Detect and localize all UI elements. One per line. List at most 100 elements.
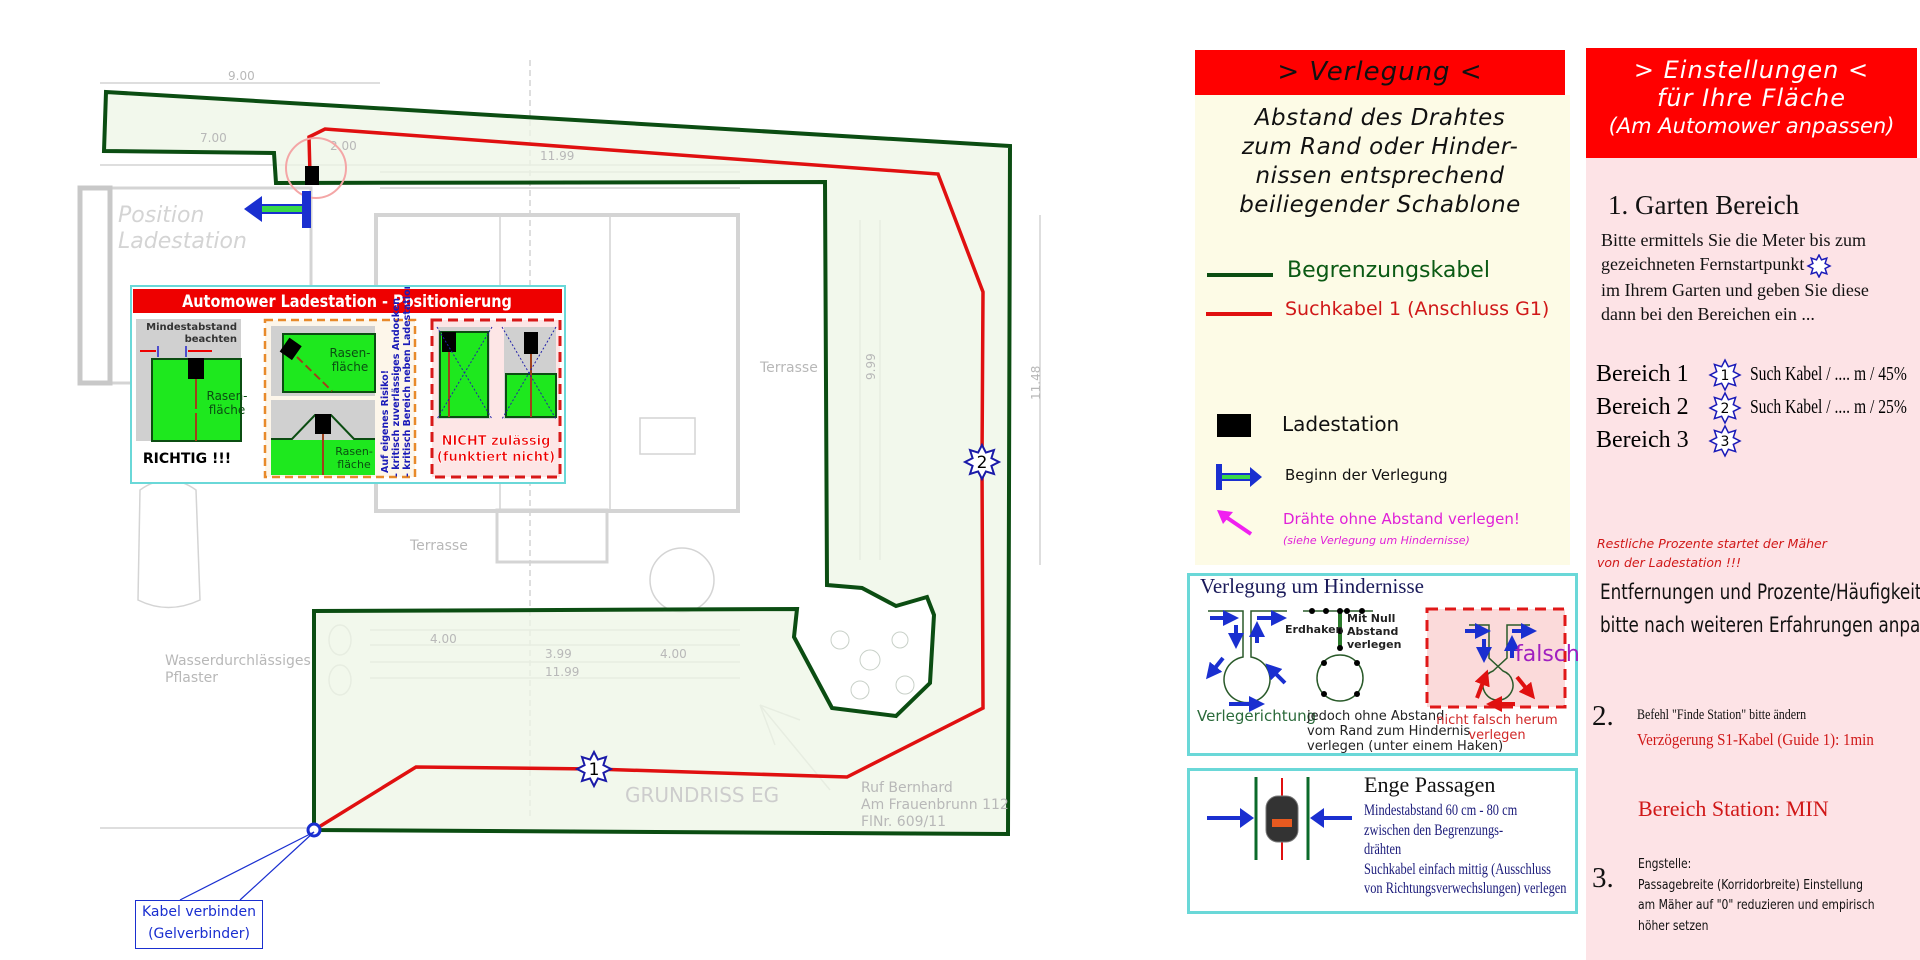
- lawn-label: Rasen-: [335, 445, 373, 458]
- dimension-label: 9.00: [228, 69, 255, 83]
- settings-header: > Einstellungen < für Ihre Fläche (Am Au…: [1586, 48, 1917, 158]
- lawn-label: Rasen-: [330, 346, 371, 360]
- wrong-note: nicht falsch herum: [1436, 713, 1557, 728]
- area-number: 2: [1721, 401, 1730, 417]
- section1-line: Bitte ermittels Sie die Meter bis zum: [1601, 230, 1866, 250]
- paving-label: Wasserdurchlässiges: [165, 653, 311, 669]
- connector-label: (Gelverbinder): [148, 926, 250, 942]
- risk-note: - kritisch Bereich neben Ladestation: [402, 287, 413, 477]
- lawn-label: Rasen-: [207, 389, 248, 403]
- section3-title: Engstelle:: [1638, 856, 1692, 872]
- dimension-label: 7.00: [200, 131, 227, 145]
- boundary-legend-swatch: [1207, 273, 1273, 277]
- area-star-icon: 1: [1708, 357, 1742, 392]
- dimension-label: 9.99: [864, 353, 878, 380]
- owner-name: Ruf Bernhard: [861, 780, 953, 796]
- section3-line: am Mäher auf "0" reduzieren und empirisc…: [1638, 897, 1875, 913]
- passage-line: Suchkabel einfach mittig (Ausschluss: [1364, 860, 1551, 878]
- zero-gap-label: Abstand: [1347, 625, 1398, 638]
- description-line: nissen entsprechend: [1255, 163, 1505, 189]
- narrow-passages-box: [1187, 768, 1578, 914]
- area-number: 3: [1721, 434, 1730, 450]
- station-legend-icon: [1217, 414, 1251, 437]
- guide-legend-label: Suchkabel 1 (Anschluss G1): [1285, 298, 1550, 320]
- connector-callout: Kabel verbinden (Gelverbinder): [135, 900, 263, 949]
- adjust-note-line: bitte nach weiteren Erfahrungen anpassen: [1600, 613, 1920, 637]
- lawn-label: fläche: [209, 403, 246, 417]
- settings-header-line: (Am Automower anpassen): [1608, 114, 1895, 138]
- no-gap-arrow-icon: [1217, 510, 1253, 536]
- dimension-label: 11.48: [1029, 366, 1043, 400]
- adjust-note-line: Entfernungen und Prozente/Häufigkeit: [1600, 580, 1920, 604]
- station-positioning-inset: Automower Ladestation - Positionierung M…: [130, 282, 566, 484]
- station-highlight-circle: [285, 137, 347, 199]
- area-guide-setting: Such Kabel / .... m / 45%: [1750, 363, 1907, 385]
- charging-station-icon: [305, 166, 319, 185]
- passage-line: Mindestabstand 60 cm - 80 cm: [1364, 802, 1518, 819]
- star-icon: [574, 749, 614, 789]
- plan-title: GRUNDRISS EG: [625, 783, 779, 807]
- description-line: Abstand des Drahtes: [1254, 105, 1506, 131]
- remote-start-marker-2: 2: [962, 442, 1002, 482]
- obstacle-note: vom Rand zum Hindernis: [1307, 724, 1470, 739]
- obstacle-routing-diagram: Verlegerichtung Erdhaken Mit Null Abstan…: [1197, 607, 1578, 754]
- area-star-icon: 2: [1708, 390, 1742, 425]
- area-number: 1: [1721, 368, 1730, 384]
- start-arrow-icon: [244, 191, 311, 228]
- delay-setting: Verzögerung S1-Kabel (Guide 1): 1min: [1637, 730, 1874, 749]
- section2-number: 2.: [1592, 700, 1614, 732]
- terrace-label: Terrasse: [409, 538, 468, 554]
- passage-line: zwischen den Begrenzungs-: [1364, 821, 1504, 839]
- no-gap-legend-label: Drähte ohne Abstand verlegen!: [1283, 510, 1520, 528]
- zero-gap-label: Mit Null: [1347, 612, 1395, 625]
- guide-legend-swatch: [1206, 312, 1272, 316]
- narrow-passages-title: Enge Passagen: [1364, 772, 1496, 797]
- section1-line: gezeichneten Fernstartpunkt: [1601, 254, 1805, 274]
- direction-label: Verlegerichtung: [1197, 707, 1316, 725]
- section3-line: Passagebreite (Korridorbreite) Einstellu…: [1638, 876, 1863, 893]
- section3-number: 3.: [1592, 862, 1614, 894]
- passage-line: drähten: [1364, 841, 1402, 858]
- dimension-label: 3.99: [545, 647, 572, 661]
- start-point-star-icon: [1806, 253, 1833, 279]
- obstacle-routing-title: Verlegung um Hindernisse: [1200, 574, 1424, 598]
- rest-note-line: von der Ladestation !!!: [1597, 555, 1741, 570]
- lawn-label: fläche: [337, 458, 371, 471]
- station-positioning-diagram: Automower Ladestation - Positionierung M…: [133, 282, 562, 479]
- boundary-legend-label: Begrenzungskabel: [1287, 258, 1490, 283]
- inset-title: Automower Ladestation - Positionierung: [182, 291, 512, 311]
- area-label: Bereich 3: [1596, 427, 1689, 453]
- find-station-label: Befehl "Finde Station" bitte ändern: [1637, 707, 1807, 723]
- dimension-label: 4.00: [660, 647, 687, 661]
- min-distance-label: Mindestabstand: [146, 322, 237, 333]
- area-label: Bereich 1: [1596, 361, 1689, 387]
- star-icon: [962, 442, 1002, 482]
- adjust-note: Entfernungen und Prozente/Häufigkeit bit…: [1600, 576, 1920, 642]
- dimension-label: 2.00: [330, 139, 357, 153]
- floorplan-labels: Position Ladestation Terrasse Terrasse W…: [118, 69, 1043, 830]
- lawn-label: fläche: [332, 360, 369, 374]
- station-area-setting: Bereich Station: MIN: [1638, 796, 1829, 821]
- ground-hook-label: Erdhaken: [1285, 623, 1343, 636]
- parcel-number: FlNr. 609/11: [861, 814, 946, 830]
- rest-note: Restliche Prozente startet der Mäher von…: [1597, 534, 1827, 572]
- start-arrow-legend-icon: [1216, 464, 1262, 490]
- no-gap-legend-note: (siehe Verlegung um Hindernisse): [1283, 534, 1470, 547]
- owner-address: Am Frauenbrunn 112: [861, 797, 1009, 813]
- risk-note: - kritisch zuverlässiges Andocken: [391, 298, 402, 477]
- section1-line: dann bei den Bereichen ein ...: [1601, 303, 1815, 324]
- section3-line: höher setzen: [1638, 917, 1709, 934]
- mower-passage-icon: [1207, 777, 1352, 860]
- settings-header-line: > Einstellungen <: [1633, 56, 1870, 84]
- settings-panel: [1586, 158, 1920, 960]
- not-allowed-label: (funktiert nicht): [437, 450, 555, 465]
- area-row: Bereich 1 1 Such Kabel / .... m / 45%: [1596, 357, 1920, 392]
- section3-text: Engstelle: Passagebreite (Korridorbreite…: [1638, 854, 1920, 936]
- marker-number: 1: [589, 760, 600, 780]
- terrace-label: Terrasse: [759, 360, 818, 376]
- section1-title: 1. Garten Bereich: [1608, 190, 1800, 220]
- section2-text: Befehl "Finde Station" bitte ändern: [1637, 707, 1848, 724]
- start-legend-label: Beginn der Verlegung: [1285, 466, 1448, 484]
